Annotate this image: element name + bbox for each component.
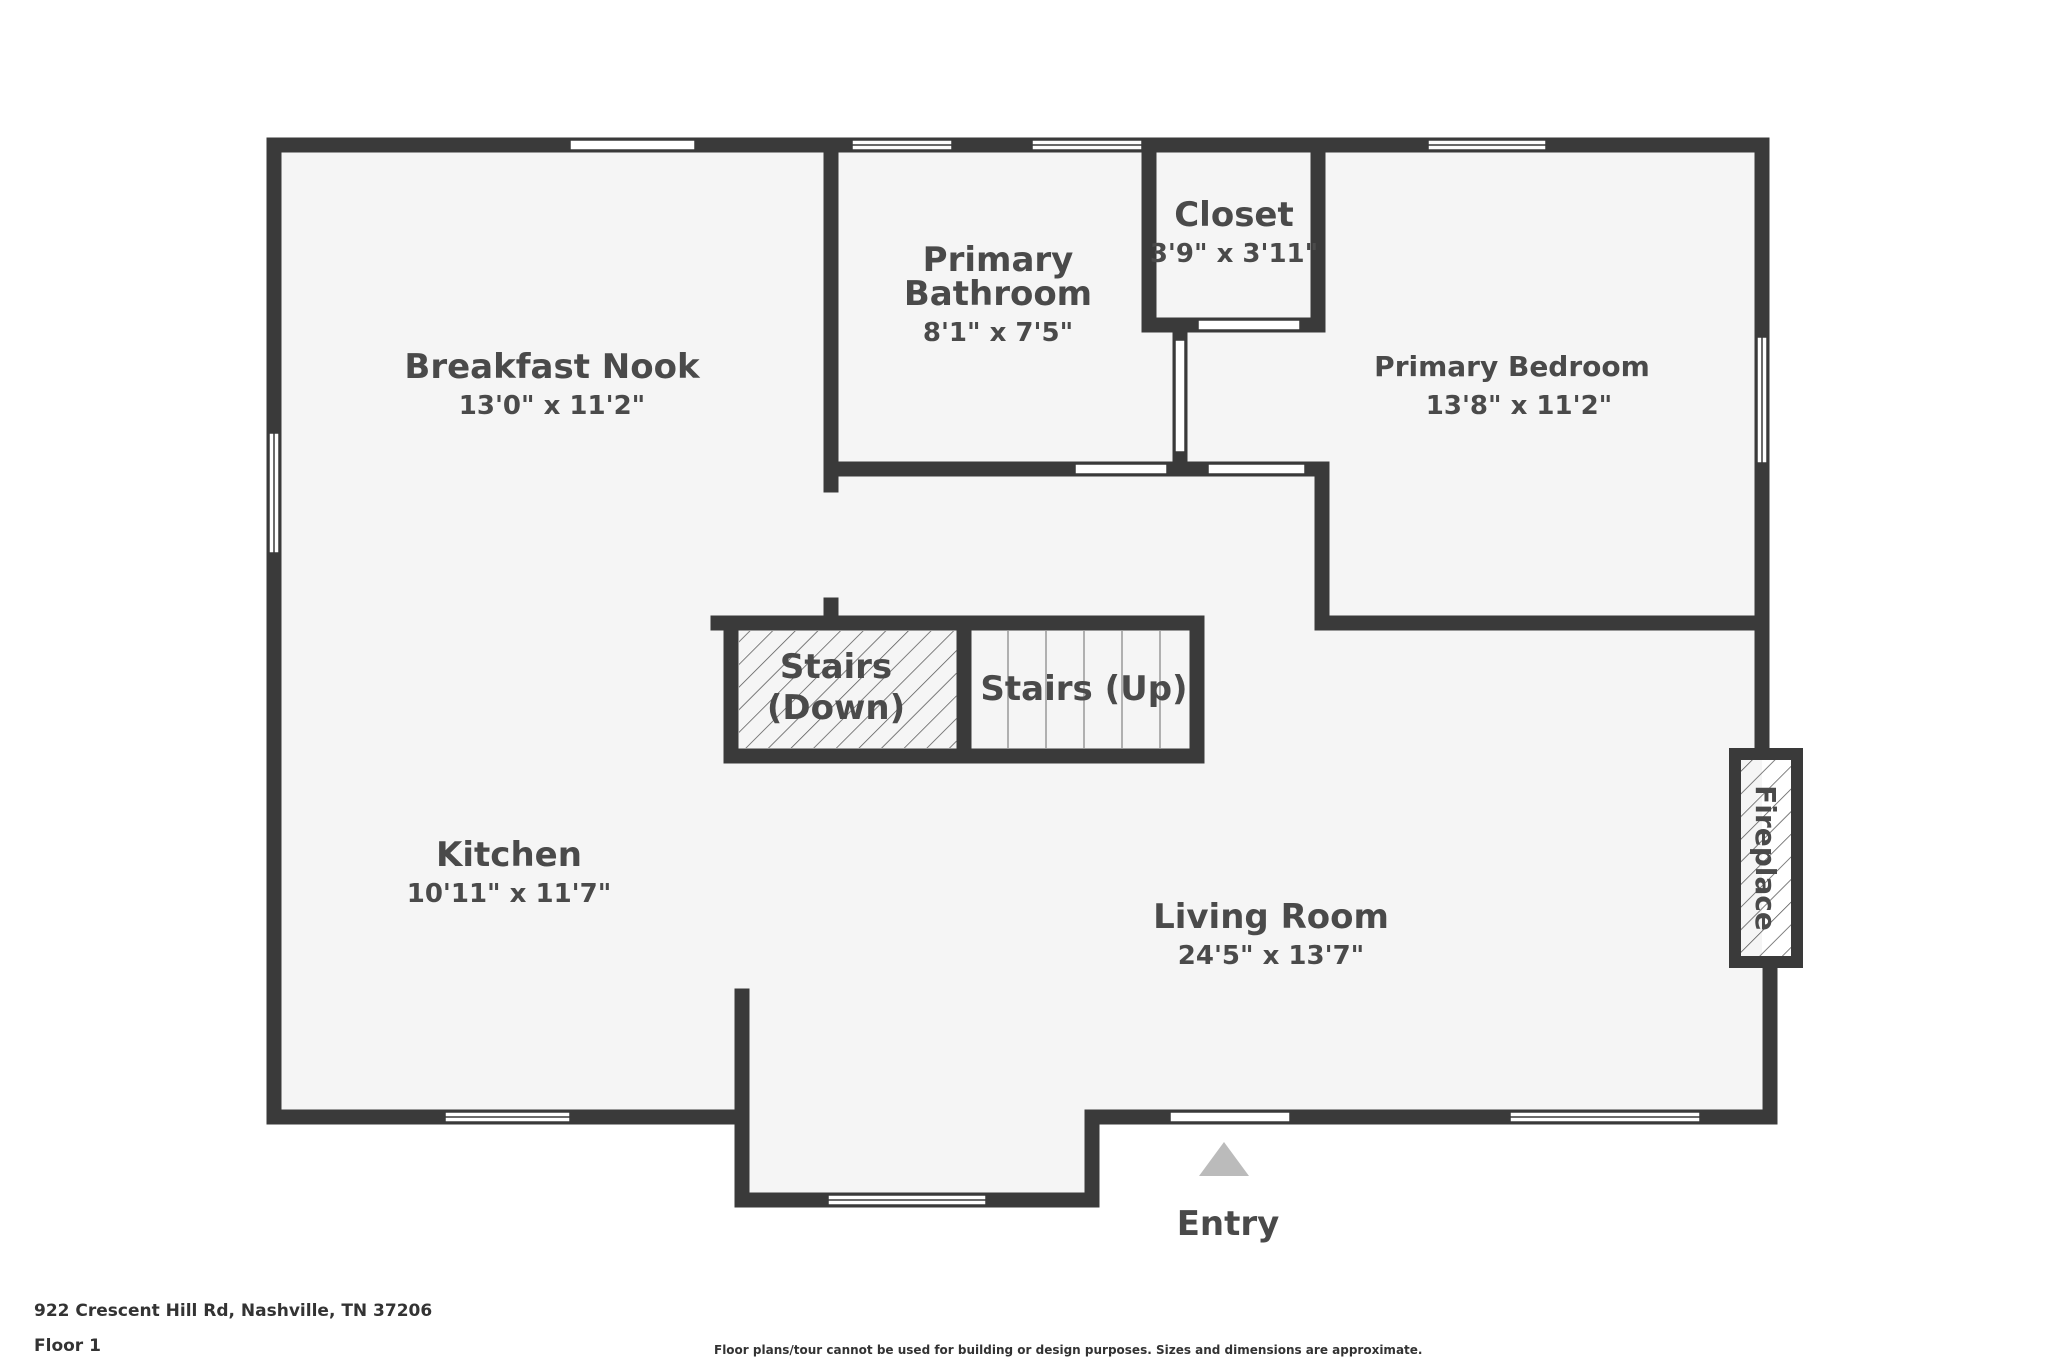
- primary-bathroom-label-line2: Bathroom: [904, 274, 1092, 314]
- kitchen-label: Kitchen: [436, 835, 582, 875]
- disclaimer-text: Floor plans/tour cannot be used for buil…: [714, 1343, 1423, 1357]
- closet-label: Closet: [1174, 195, 1294, 235]
- floor-label: Floor 1: [34, 1336, 101, 1356]
- primary-bedroom-dims: 13'8" x 11'2": [1426, 391, 1612, 421]
- breakfast-nook-label: Breakfast Nook: [404, 347, 701, 387]
- primary-bathroom-label-line1: Primary: [923, 240, 1074, 280]
- entry-label: Entry: [1177, 1204, 1280, 1244]
- kitchen-dims: 10'11" x 11'7": [407, 879, 612, 909]
- fireplace-label: Fireplace: [1749, 785, 1782, 931]
- floor-area: [274, 145, 1762, 1200]
- window-sill-lines: [273, 144, 1763, 1201]
- closet-dims: 3'9" x 3'11": [1150, 239, 1318, 269]
- stairs-down-label-line1: Stairs: [780, 647, 892, 687]
- stairs-up-treads: [1007, 631, 1161, 748]
- fireplace-box: [1729, 748, 1803, 968]
- breakfast-nook-dims: 13'0" x 11'2": [459, 391, 645, 421]
- living-room-label: Living Room: [1153, 897, 1389, 937]
- entry-arrow-icon: [1199, 1142, 1249, 1176]
- stairs-down-hatch: [739, 631, 957, 748]
- stairs-up-label: Stairs (Up): [980, 669, 1187, 709]
- stairs-down-label-line2: (Down): [767, 688, 905, 728]
- living-room-dims: 24'5" x 13'7": [1178, 941, 1364, 971]
- address-text: 922 Crescent Hill Rd, Nashville, TN 3720…: [34, 1301, 433, 1321]
- primary-bathroom-dims: 8'1" x 7'5": [923, 318, 1073, 348]
- primary-bedroom-label: Primary Bedroom: [1374, 350, 1650, 383]
